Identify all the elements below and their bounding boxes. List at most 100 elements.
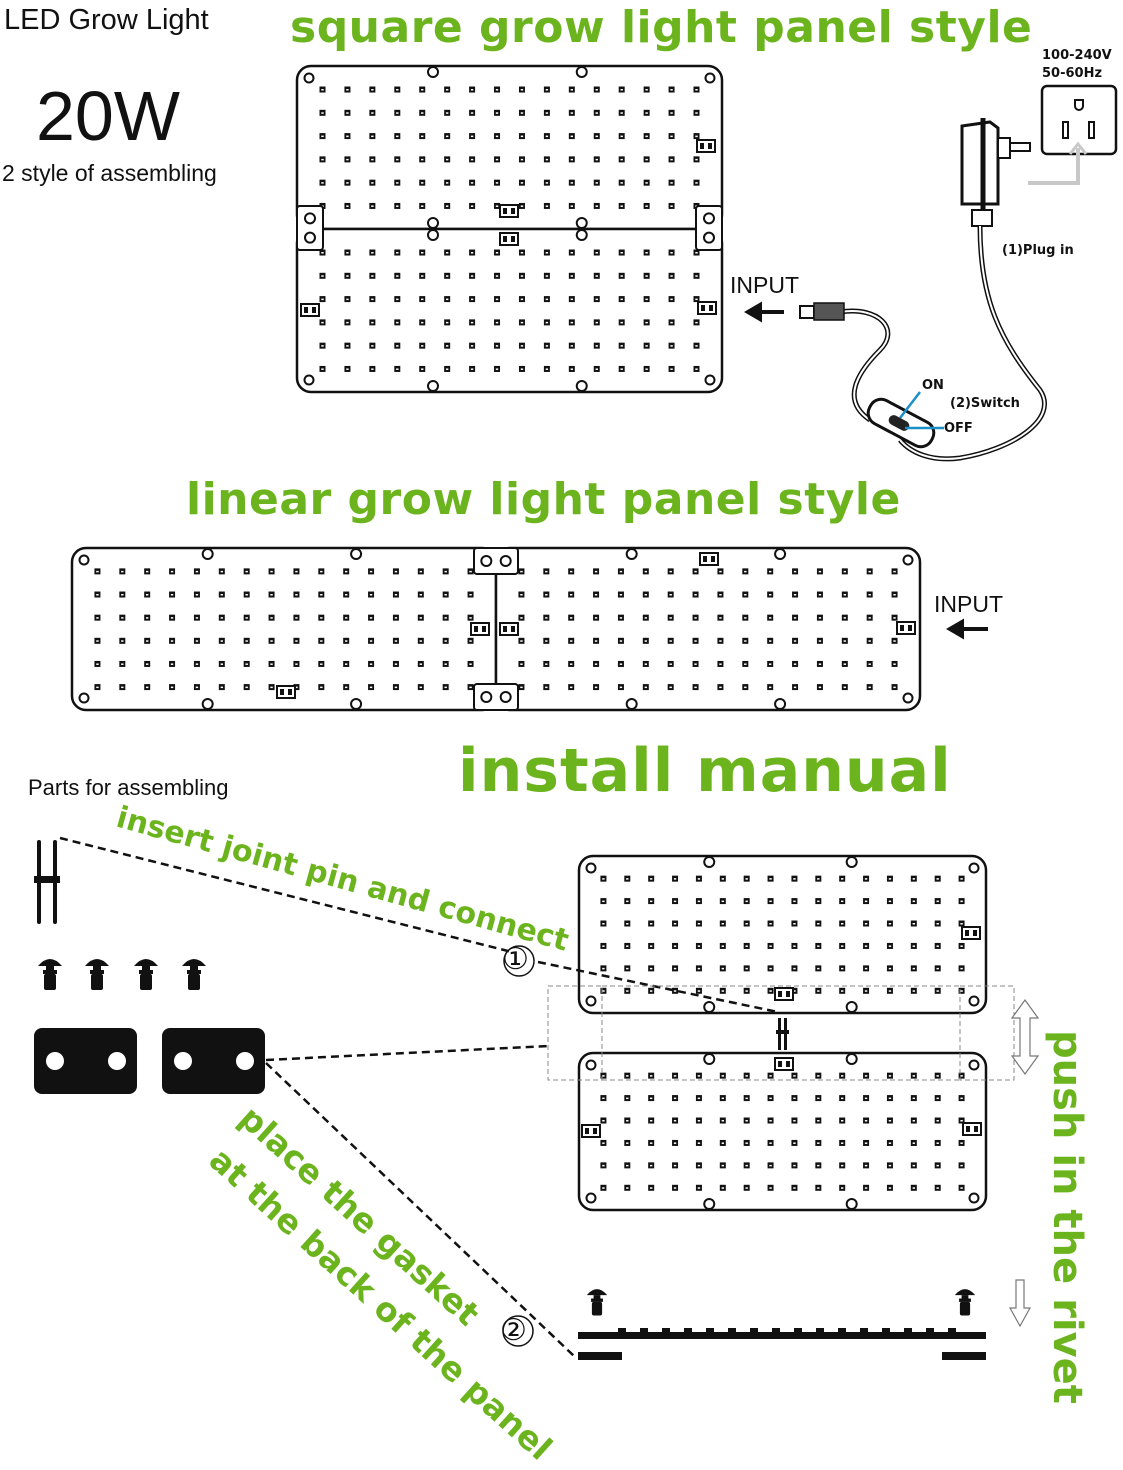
rivet-parts — [38, 959, 206, 990]
led-chip — [904, 1328, 912, 1333]
square-input-arrow-icon — [744, 301, 784, 323]
mount-hole — [427, 66, 439, 78]
led-chip — [926, 1328, 934, 1333]
connector-icon — [696, 139, 716, 153]
step2-marker: ② — [500, 1313, 527, 1348]
led-chip — [772, 1328, 780, 1333]
mount-hole — [703, 231, 715, 244]
linear-panel-assembly — [70, 546, 922, 712]
square-style-heading: square grow light panel style — [290, 2, 1033, 53]
mount-hole — [303, 72, 315, 84]
frequency-label: 50-60Hz — [1042, 66, 1103, 81]
connector-icon — [300, 303, 320, 317]
wattage-label: 20W — [36, 77, 180, 155]
switch-on-label: ON — [922, 378, 944, 393]
mount-hole — [575, 66, 588, 78]
gasket-bracket — [473, 547, 519, 575]
panel-outline — [577, 1051, 988, 1212]
push-double-arrow-icon — [1010, 998, 1040, 1076]
parts-for-assembling-label: Parts for assembling — [28, 775, 229, 800]
switch-step-label: (2)Switch — [950, 396, 1020, 411]
connector-icon — [499, 232, 519, 246]
mount-hole — [703, 856, 716, 868]
wall-outlet-icon — [1028, 84, 1118, 185]
panel-outline — [295, 227, 724, 394]
mount-hole — [585, 1059, 597, 1071]
assembly-styles-note: 2 style of assembling — [2, 160, 217, 186]
led-chip — [662, 1328, 670, 1333]
mount-hole — [585, 1192, 597, 1204]
panel-outline — [494, 546, 922, 712]
linear-input-label: INPUT — [934, 591, 1003, 617]
install-manual-heading: install manual — [458, 736, 952, 806]
power-cable-inner — [839, 225, 1046, 460]
connector-icon — [697, 301, 717, 315]
step1-marker: ① — [502, 942, 529, 977]
mount-hole — [304, 231, 316, 244]
mount-hole — [845, 856, 858, 868]
gasket-bracket — [695, 205, 723, 251]
rivet-icon — [134, 959, 158, 966]
mount-hole — [704, 72, 716, 84]
connector-icon — [276, 685, 296, 699]
install-panels — [577, 854, 988, 1212]
mount-hole — [902, 692, 914, 704]
gasket-bracket — [296, 205, 324, 251]
mount-hole — [575, 217, 588, 229]
gasket-edge — [578, 1352, 622, 1360]
connector-icon — [470, 622, 490, 636]
mount-hole — [427, 217, 439, 229]
gasket-icon — [162, 1028, 265, 1094]
mount-hole — [304, 212, 316, 225]
connector-icon — [499, 204, 519, 218]
mount-hole — [845, 1198, 858, 1210]
plug-in-step-label: (1)Plug in — [1002, 243, 1074, 258]
highlight-boxes — [547, 985, 1015, 1081]
rivet-icon — [586, 1289, 608, 1296]
mount-hole — [625, 548, 638, 560]
mount-hole — [845, 1053, 858, 1065]
mount-hole — [585, 862, 597, 874]
mount-hole — [703, 1001, 716, 1013]
gasket-bracket — [473, 683, 519, 711]
connector-icon — [774, 1057, 794, 1071]
connector-icon — [896, 621, 916, 635]
led-chip — [728, 1328, 736, 1333]
connector-icon — [499, 622, 519, 636]
connector-icon — [699, 552, 719, 566]
led-chip — [948, 1328, 956, 1333]
joint-pin-icon — [34, 840, 60, 924]
panel-board-edge — [578, 1332, 986, 1339]
joint-pin-connector-icon — [776, 1018, 789, 1050]
mount-hole — [774, 548, 787, 560]
mount-hole — [78, 692, 90, 704]
mount-hole — [575, 380, 588, 392]
inline-switch-icon — [866, 391, 944, 449]
power-adapter-icon — [960, 118, 1031, 227]
led-chip — [684, 1328, 692, 1333]
mount-hole — [499, 691, 512, 703]
mount-hole — [704, 374, 716, 386]
mount-hole — [625, 698, 638, 710]
connector-icon — [774, 987, 794, 1001]
push-down-arrow-icon — [1008, 1279, 1032, 1328]
mount-hole — [968, 1059, 980, 1071]
mount-hole — [703, 212, 715, 225]
mount-hole — [78, 554, 90, 566]
step2-marker-ring — [502, 1315, 534, 1347]
step1-marker-ring — [503, 945, 535, 977]
product-title: LED Grow Light — [4, 4, 209, 36]
mount-hole — [585, 995, 597, 1007]
mount-hole — [480, 691, 493, 703]
leader-lines — [59, 836, 779, 1357]
gasket-icon — [34, 1028, 137, 1094]
led-chip — [838, 1328, 846, 1333]
connector-icon — [961, 926, 981, 940]
mount-hole — [350, 548, 363, 560]
mount-hole — [968, 1192, 980, 1204]
mount-hole — [427, 380, 439, 392]
square-input-label: INPUT — [730, 272, 799, 298]
led-chip — [794, 1328, 802, 1333]
mount-hole — [703, 1198, 716, 1210]
